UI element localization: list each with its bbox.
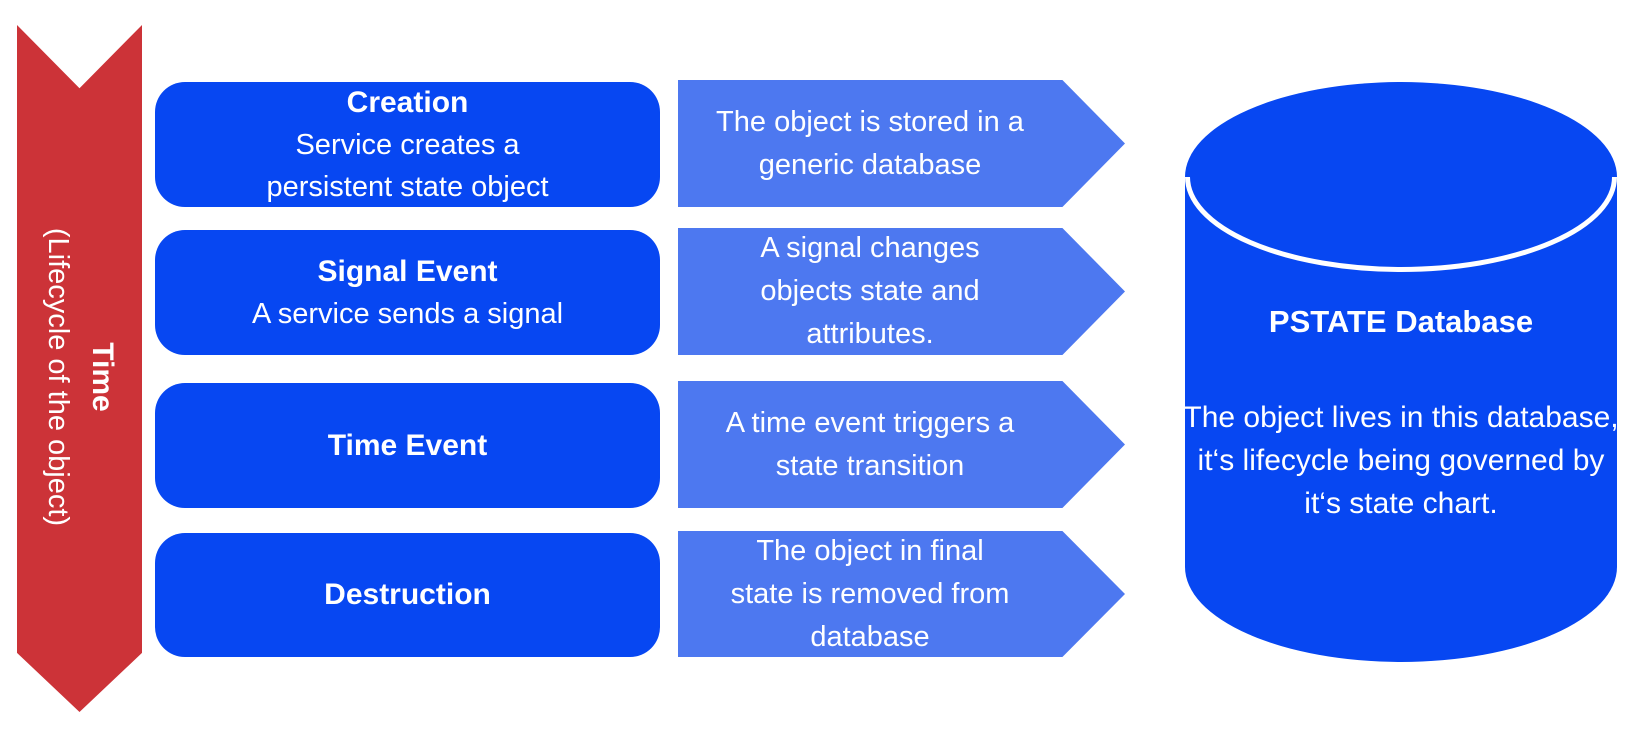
time-axis-label: Time (Lifecycle of the object)	[35, 147, 125, 607]
stage-title: Creation	[346, 85, 469, 119]
outcome-text: A signal changes objects state and attri…	[760, 232, 980, 350]
stage-description: A service sends a signal	[251, 297, 564, 330]
stage-title: Destruction	[324, 578, 491, 611]
outcome-text: The object is stored in a generic databa…	[716, 105, 1024, 181]
stage-description: Service creates a persistent state objec…	[266, 128, 549, 203]
database-cylinder-icon	[1185, 82, 1617, 662]
outcome-text: A time event triggers a state transition	[725, 406, 1015, 482]
stage-box-creation: Creation Service creates a persistent st…	[155, 82, 660, 207]
database-description: The object lives in this database, it‘s …	[1183, 401, 1619, 520]
time-axis-arrow-shape	[17, 25, 142, 712]
outcome-arrow-signal-event: A signal changes objects state and attri…	[678, 228, 1125, 355]
outcome-text: The object in final state is removed fro…	[730, 534, 1010, 653]
stage-title: Signal Event	[317, 254, 498, 288]
outcome-arrow-destruction: The object in final state is removed fro…	[678, 531, 1125, 657]
time-axis-subtitle: (Lifecycle of the object)	[42, 227, 74, 527]
stage-box-time-event: Time Event	[155, 383, 660, 508]
stage-box-signal-event: Signal Event A service sends a signal	[155, 230, 660, 355]
outcome-arrow-time-event: A time event triggers a state transition	[678, 381, 1125, 508]
stage-title: Time Event	[327, 428, 488, 462]
database-title: PSTATE Database	[1268, 304, 1534, 339]
outcome-arrow-creation: The object is stored in a generic databa…	[678, 80, 1125, 207]
time-axis-title: Time	[86, 342, 119, 412]
stage-box-destruction: Destruction	[155, 533, 660, 657]
